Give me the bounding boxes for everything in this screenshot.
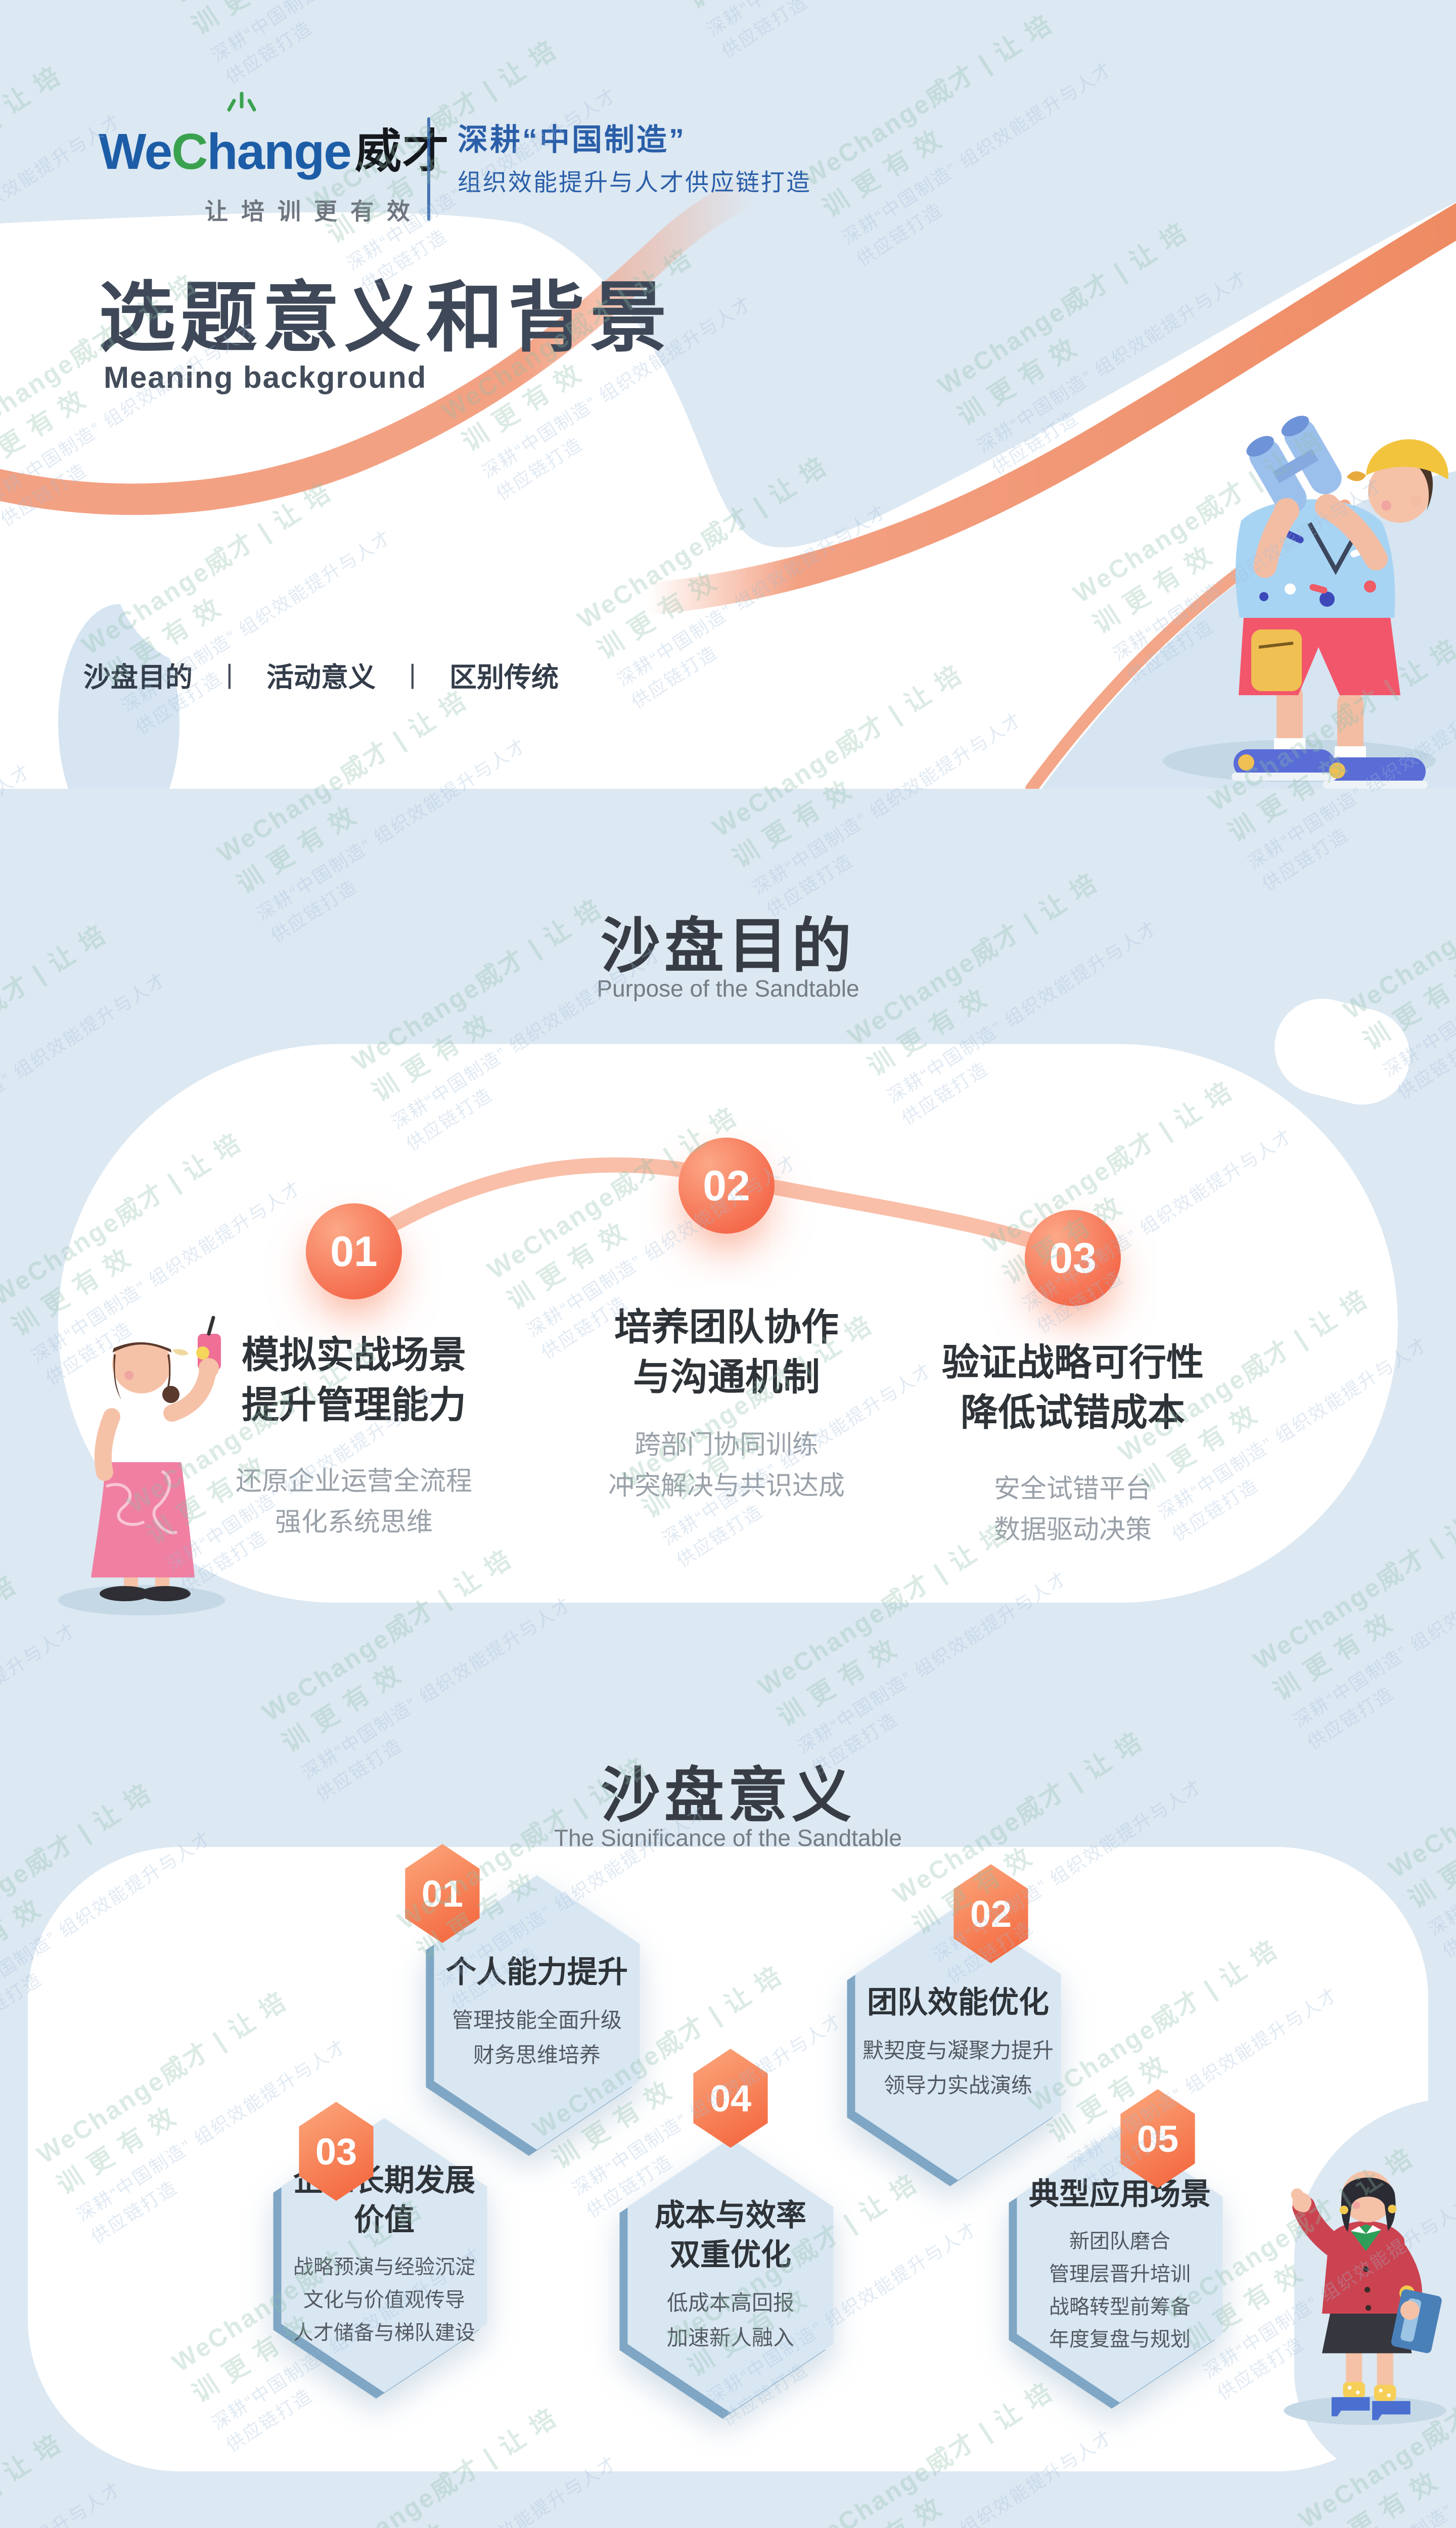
purpose-white-blob bbox=[58, 1044, 1398, 1603]
hexagon-desc: 管理技能全面升级 财务思维培养 bbox=[451, 2008, 622, 2067]
logo-we: We bbox=[99, 123, 172, 180]
banner-background-art bbox=[0, 0, 1456, 789]
purpose-section: 沙盘目的 Purpose of the Sandtable 01 模拟实战场景 … bbox=[0, 789, 1456, 1653]
significance-subtitle: The Significance of the Sandtable bbox=[554, 1825, 902, 1851]
step-desc: 跨部门协同训练 冲突解决与共识达成 bbox=[608, 1430, 845, 1501]
step-desc: 安全试错平台 数据驱动决策 bbox=[993, 1474, 1152, 1545]
logo-hange: hange bbox=[207, 123, 351, 180]
step-badge-01: 01 bbox=[306, 1203, 402, 1299]
logo-c: C bbox=[171, 123, 208, 180]
teacher-illustration bbox=[1274, 2149, 1456, 2426]
hexagon-desc: 默契度与凝聚力提升 领导力实战演练 bbox=[862, 2039, 1054, 2097]
logo-cn: 威才 bbox=[354, 126, 450, 177]
binoculars-man-illustration bbox=[1163, 416, 1448, 789]
column-divider bbox=[885, 2488, 1026, 2528]
logo-sparkle-icon bbox=[227, 92, 256, 112]
column-divider bbox=[440, 2488, 581, 2528]
hexagon-desc: 新团队磨合 管理层晋升培训 战略转型前筹备 年度复盘与规划 bbox=[1049, 2230, 1191, 2351]
orange-ribbon-right bbox=[631, 203, 1456, 615]
header-slogan-title: 深耕“中国制造” bbox=[458, 123, 686, 157]
hexagon-card-5: 典型应用场景 新团队磨合 管理层晋升培训 战略转型前筹备 年度复盘与规划 bbox=[1001, 2128, 1239, 2409]
purpose-subtitle: Purpose of the Sandtable bbox=[597, 975, 859, 1002]
step-badge-02: 02 bbox=[678, 1138, 775, 1234]
hexagon-title: 成本与效率 双重优化 bbox=[655, 2198, 806, 2272]
hexagon-desc: 战略预演与经验沉淀 文化与价值观传导 人才储备与梯队建设 bbox=[293, 2256, 475, 2344]
header-slogan-subtitle: 组织效能提升与人才供应链打造 bbox=[458, 169, 811, 196]
page-subtitle: Meaning background bbox=[104, 360, 427, 394]
step-badge-03: 03 bbox=[1025, 1210, 1121, 1306]
step-title: 验证战略可行性 降低试错成本 bbox=[942, 1341, 1204, 1434]
nav-item-purpose[interactable]: 沙盘目的 bbox=[83, 662, 193, 693]
hexagon-desc: 低成本高回报 加速新人融入 bbox=[666, 2291, 794, 2350]
nav-blue-ellipse bbox=[58, 604, 179, 789]
page-title: 选题意义和背景 bbox=[99, 275, 672, 361]
significance-title: 沙盘意义 bbox=[600, 1763, 855, 1829]
nav-separator: 丨 bbox=[399, 662, 426, 693]
orange-ribbon-left bbox=[0, 174, 769, 515]
hexagon-card-4: 成本与效率 双重优化 低成本高回报 加速新人融入 bbox=[612, 2138, 849, 2419]
bubble-tail bbox=[104, 533, 200, 670]
breadcrumb-nav: 沙盘目的 丨 活动意义 丨 区别传统 bbox=[83, 655, 559, 695]
woman-with-drink-illustration bbox=[58, 1316, 225, 1615]
difference-section: 区别传统课程形式 Different from traditional cour… bbox=[0, 2488, 1456, 2528]
step-title: 培养团队协作 与沟通机制 bbox=[614, 1306, 839, 1398]
logo-tagline: 让培训更有效 bbox=[205, 198, 423, 224]
hexagon-title: 个人能力提升 bbox=[446, 1955, 628, 1990]
nav-separator: 丨 bbox=[216, 662, 243, 693]
banner-blue-sky bbox=[0, 0, 1456, 548]
hexagon-title: 典型应用场景 bbox=[1029, 2177, 1211, 2211]
binoculars-icon bbox=[1246, 416, 1342, 515]
purpose-title: 沙盘目的 bbox=[600, 913, 855, 980]
hexagon-badge-02: 02 bbox=[953, 1864, 1028, 1963]
step-title: 模拟实战场景 提升管理能力 bbox=[242, 1334, 466, 1426]
significance-section: 沙盘意义 The Significance of the Sandtable 个… bbox=[0, 1653, 1456, 2488]
nav-item-significance[interactable]: 活动意义 bbox=[266, 662, 376, 693]
nav-item-difference[interactable]: 区别传统 bbox=[449, 662, 559, 693]
hexagon-badge-01: 01 bbox=[405, 1844, 480, 1943]
header-divider bbox=[427, 117, 430, 221]
step-desc: 还原企业运营全流程 强化系统思维 bbox=[235, 1467, 472, 1537]
hexagon-card-2: 团队效能优化 默契度与凝聚力提升 领导力实战演练 bbox=[839, 1906, 1077, 2186]
hexagon-title: 团队效能优化 bbox=[867, 1985, 1049, 2020]
